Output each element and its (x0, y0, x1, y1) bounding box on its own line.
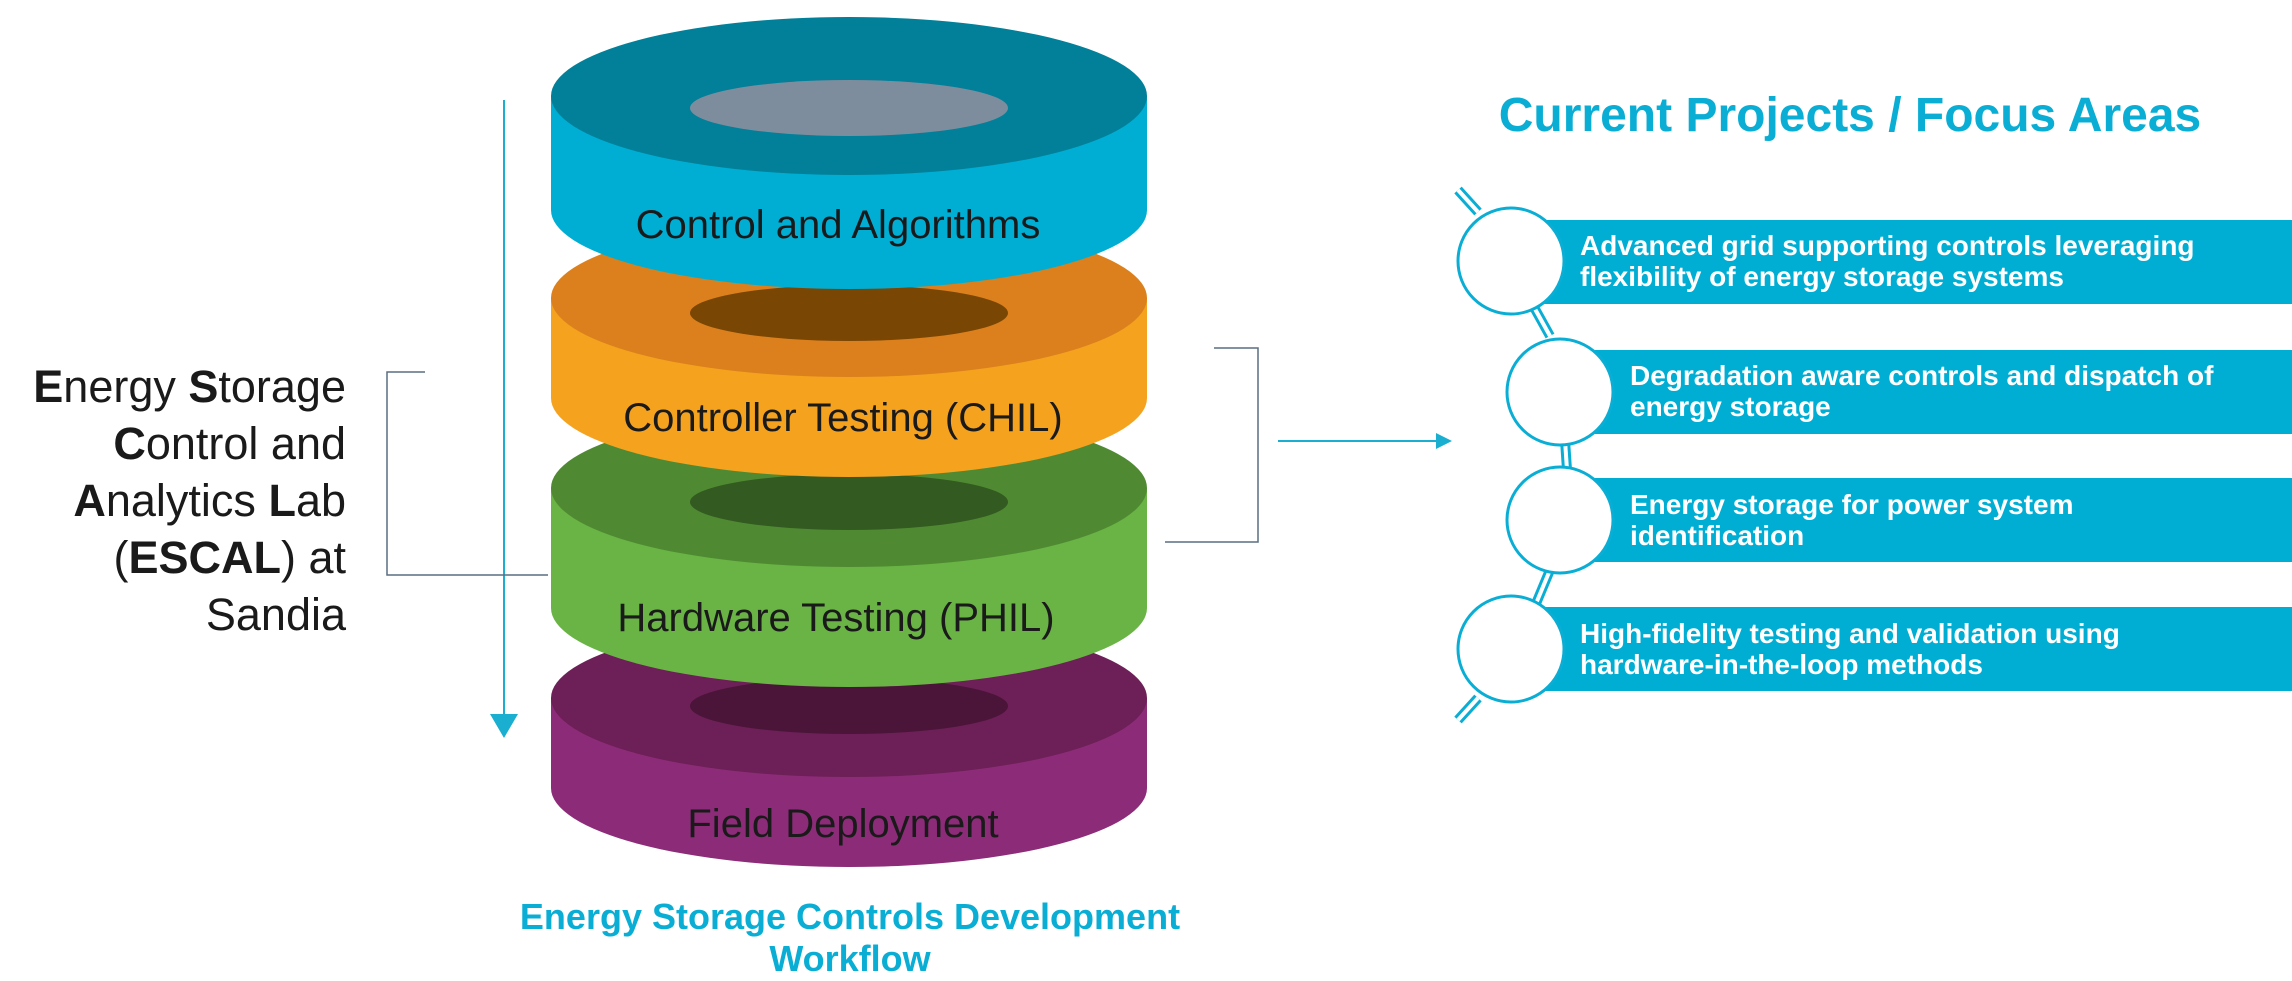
lab-name-part: S (188, 361, 219, 412)
lab-name-part: nergy (63, 361, 189, 412)
focus-circle-2 (1505, 337, 1615, 447)
focus-circle-1 (1456, 206, 1566, 316)
lab-name-part: ab (295, 475, 346, 526)
lab-name-part: nalytics (105, 475, 269, 526)
stack-bracket (1165, 347, 1259, 543)
focus-circle-3 (1505, 465, 1615, 575)
layer-control-algorithms: Control and Algorithms (551, 17, 1147, 289)
layer-3-hole (690, 474, 1008, 530)
layer-4-hole (690, 678, 1008, 734)
focus-item-3: Energy storage for power system identifi… (1630, 489, 2073, 551)
layer-1-hole (690, 80, 1008, 136)
focus-bar-4 (1510, 607, 2292, 691)
lab-name-part: A (73, 475, 106, 526)
workflow-arrow-head (490, 714, 518, 738)
lab-name-part: ESCAL (128, 532, 281, 583)
focus-item-1-line-2: flexibility of energy storage systems (1580, 261, 2064, 292)
focus-item-2: Degradation aware controls and dispatch … (1630, 360, 2213, 422)
lab-name-part: C (113, 418, 146, 469)
focus-item-2-line-1: Degradation aware controls and dispatch … (1630, 360, 2214, 391)
layer-2-hole (690, 285, 1008, 341)
focus-item-1: Advanced grid supporting controls levera… (1580, 230, 2195, 292)
lab-name-part: L (268, 475, 296, 526)
layer-3-label: Hardware Testing (PHIL) (617, 596, 1054, 640)
workflow-caption-line-2: Workflow (769, 938, 931, 979)
focus-item-3-line-2: identification (1630, 520, 1805, 551)
lab-name-part: ontrol and (145, 418, 346, 469)
lab-name-part: torage (218, 361, 346, 412)
lab-name-part: Sandia (205, 589, 346, 640)
focus-arrow-head (1436, 433, 1452, 449)
focus-bar-3 (1560, 478, 2292, 562)
workflow-caption-line-1: Energy Storage Controls Development (519, 896, 1181, 937)
lab-name-part: E (33, 361, 64, 412)
focus-item-4-line-1: High-fidelity testing and validation usi… (1580, 618, 2120, 649)
lab-name-part: ( (113, 532, 129, 583)
focus-circle-4 (1456, 594, 1566, 704)
focus-title: Current Projects / Focus Areas (1498, 89, 2202, 142)
workflow-caption: Energy Storage Controls Development Work… (450, 896, 1250, 980)
focus-bar-1 (1510, 220, 2292, 304)
focus-item-3-line-1: Energy storage for power system (1630, 489, 2074, 520)
layer-4-label: Field Deployment (687, 802, 998, 846)
focus-item-1-line-1: Advanced grid supporting controls levera… (1580, 230, 2195, 261)
focus-bar-2 (1560, 350, 2292, 434)
lab-bracket (386, 371, 548, 576)
focus-item-4-line-2: hardware-in-the-loop methods (1580, 649, 1983, 680)
focus-item-2-line-2: energy storage (1630, 391, 1831, 422)
layer-2-label: Controller Testing (CHIL) (623, 396, 1062, 440)
focus-item-4: High-fidelity testing and validation usi… (1580, 618, 2120, 680)
lab-name-part: ) at (280, 532, 346, 583)
layer-1-label: Control and Algorithms (636, 203, 1041, 247)
